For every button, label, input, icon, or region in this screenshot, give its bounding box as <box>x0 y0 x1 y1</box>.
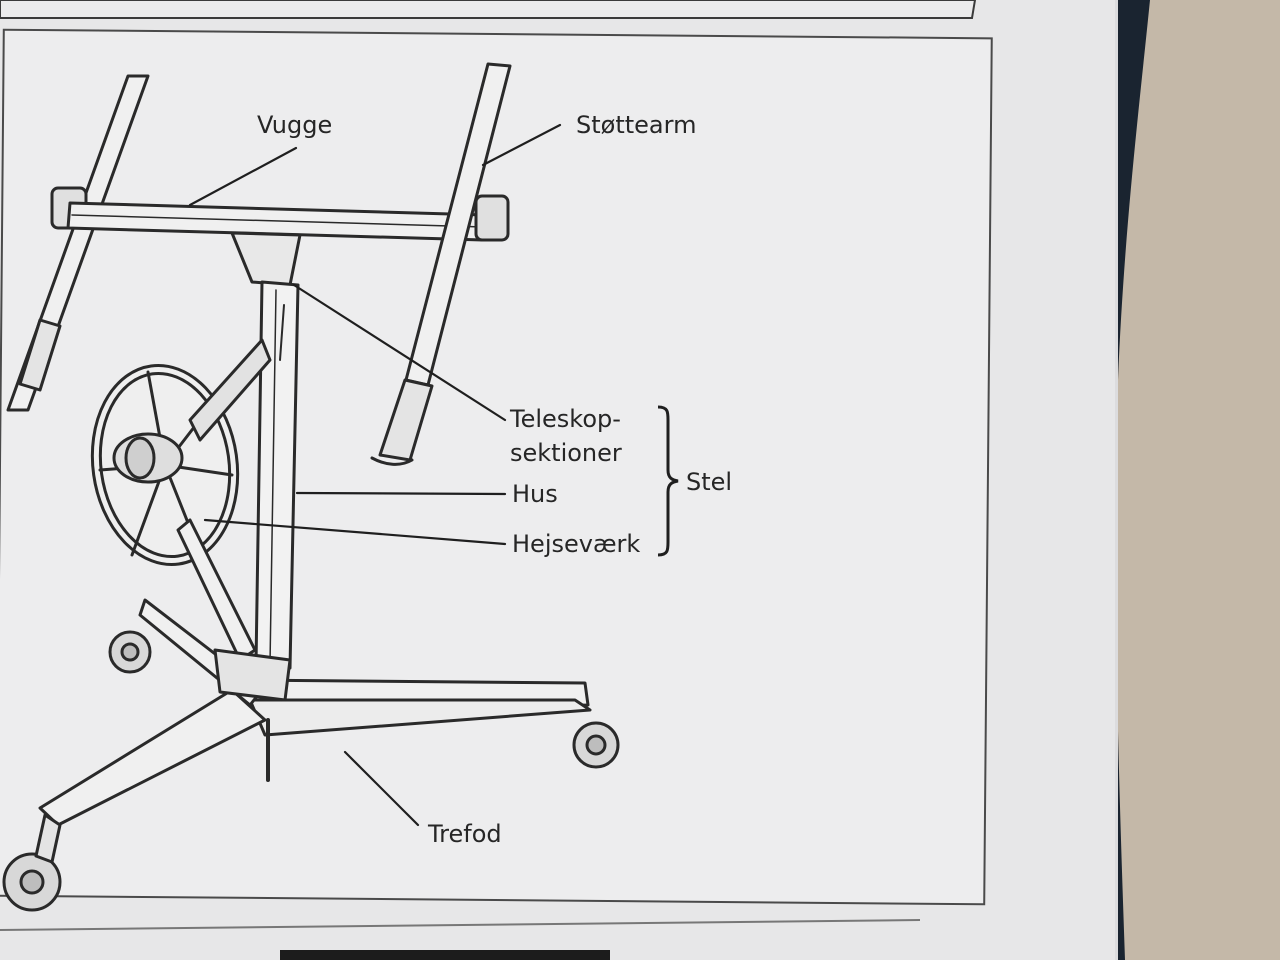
winch-wheel <box>90 363 240 567</box>
leader-lines <box>188 123 562 827</box>
drywall-lift-illustration <box>2 62 620 912</box>
leader-stottearm <box>481 123 562 167</box>
label-stottearm: Støttearm <box>576 111 697 139</box>
label-teleskop-line1: Teleskop- <box>510 405 621 433</box>
tripod <box>38 598 592 827</box>
leader-hus <box>295 491 507 496</box>
label-stel: Stel <box>686 468 733 496</box>
leader-trefod <box>343 750 420 827</box>
stel-brace <box>657 405 679 557</box>
leader-vugge <box>188 146 298 207</box>
castor-wheels <box>2 630 620 912</box>
label-vugge: Vugge <box>257 111 333 139</box>
label-hejsevaerk: Hejseværk <box>512 530 641 558</box>
label-teleskop-line2: sektioner <box>510 439 622 467</box>
label-trefod: Trefod <box>428 820 502 848</box>
leader-teleskop <box>292 283 507 422</box>
leader-hejsevaerk <box>203 518 507 546</box>
label-hus: Hus <box>512 480 558 508</box>
right-support-arm <box>370 62 512 466</box>
